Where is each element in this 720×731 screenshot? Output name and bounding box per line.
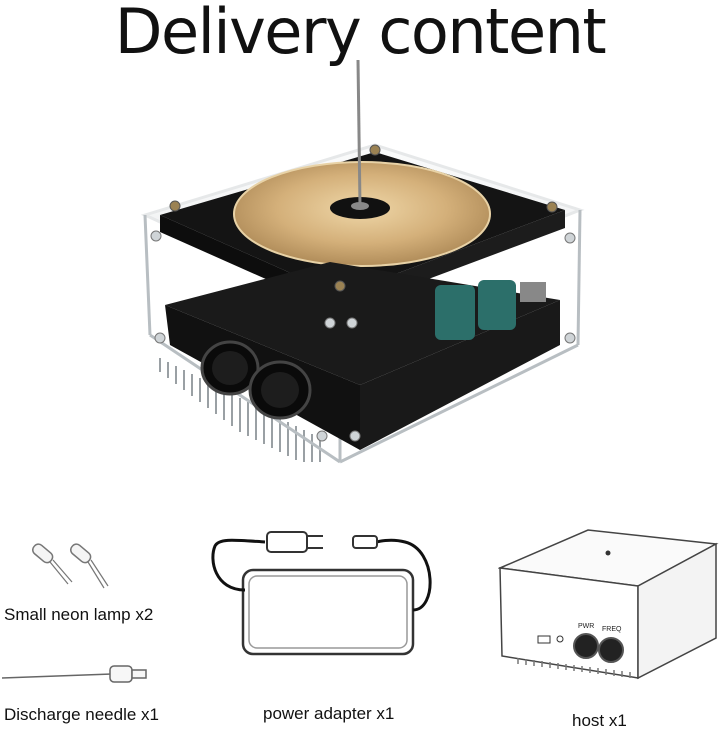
discharge-needle-caption: Discharge needle x1 — [4, 705, 159, 724]
power-adapter-caption: power adapter x1 — [263, 704, 395, 723]
neon-lamp-caption: Small neon lamp x2 — [4, 605, 154, 624]
host-caption: host x1 — [572, 711, 627, 730]
freq-knob — [598, 637, 624, 663]
host-box-icon: PWR FREQ — [498, 529, 719, 680]
pwr-label: PWR — [578, 623, 594, 630]
antenna-rod — [356, 59, 362, 207]
control-knobs — [200, 340, 312, 420]
pwr-knob — [573, 633, 599, 659]
heatsink-fins — [159, 358, 321, 462]
neon-lamp-icon — [32, 543, 109, 589]
tesla-coil-product-image — [140, 59, 585, 464]
power-adapter-icon — [211, 531, 432, 656]
freq-label: FREQ — [602, 626, 622, 633]
page-title: Delivery content — [114, 0, 607, 68]
discharge-needle-icon — [2, 665, 147, 683]
